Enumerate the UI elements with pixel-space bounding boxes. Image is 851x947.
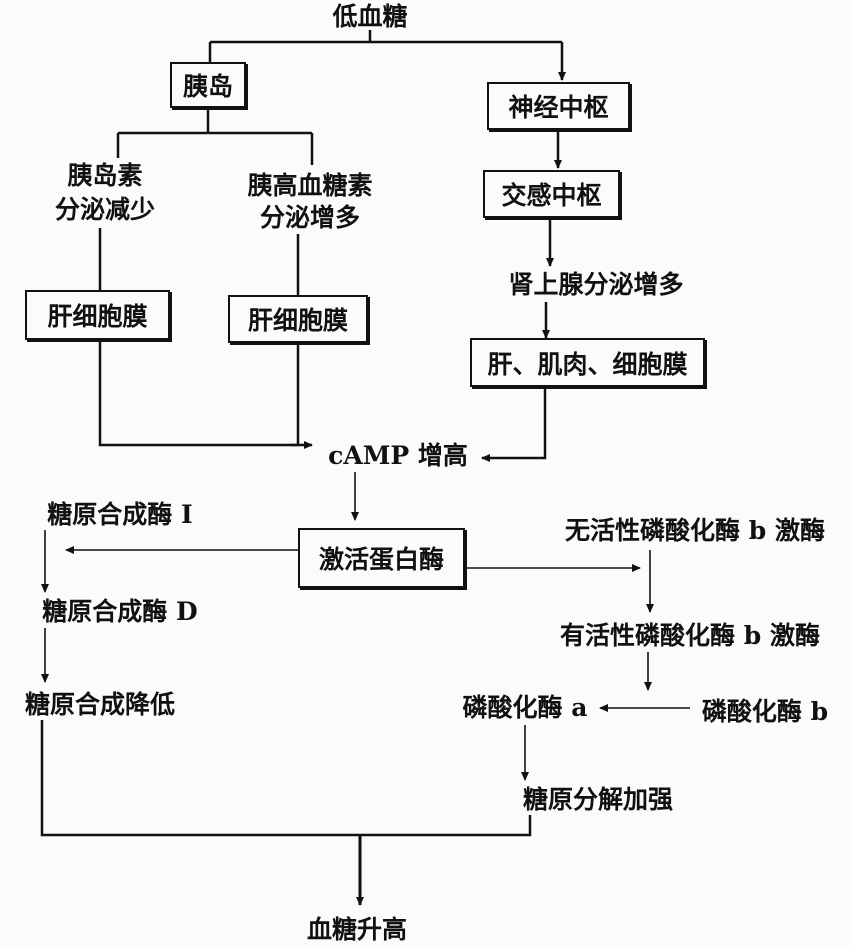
line-merge-bottom	[40, 720, 532, 837]
text-glucagon-increase: 分泌增多	[259, 203, 361, 232]
box-protein-kinase: 激活蛋白酶	[298, 528, 465, 588]
text-phosphorylase-b: 磷酸化酶 b	[701, 697, 829, 726]
text-inactive-kinase: 无活性磷酸化酶 b 激酶	[565, 516, 825, 545]
text-insulin: 胰岛素	[67, 161, 143, 190]
line-islet-split	[116, 108, 314, 165]
line-top-split	[208, 30, 562, 62]
text-active-kinase: 有活性磷酸化酶 b 激酶	[560, 621, 820, 650]
box-liver-membrane-1: 肝细胞膜	[25, 290, 170, 340]
box-liver-membrane-2: 肝细胞膜	[228, 295, 368, 343]
line-left-to-camp	[98, 340, 300, 447]
arrow-right-to-camp	[481, 387, 547, 462]
text-adrenal: 肾上腺分泌增多	[508, 270, 684, 299]
text-glycogenolysis: 糖原分解加强	[522, 785, 674, 814]
text-gs-down: 糖原合成降低	[24, 690, 176, 719]
title-hypoglycemia: 低血糖	[332, 2, 408, 31]
box-liver-muscle-membrane: 肝、肌肉、细胞膜	[470, 338, 705, 387]
box-sympathetic: 交感中枢	[483, 170, 620, 218]
text-insulin-decrease: 分泌减少	[54, 195, 156, 224]
text-gs-i: 糖原合成酶 I	[47, 500, 193, 529]
text-gs-d: 糖原合成酶 D	[42, 597, 198, 626]
text-glucagon: 胰高血糖素	[247, 171, 373, 200]
text-camp: cAMP 增高	[328, 441, 468, 470]
box-islet: 胰岛	[170, 62, 246, 108]
text-result: 血糖升高	[306, 915, 408, 944]
box-nerve-center: 神经中枢	[487, 82, 630, 130]
text-phosphorylase-a: 磷酸化酶 a	[462, 693, 588, 722]
